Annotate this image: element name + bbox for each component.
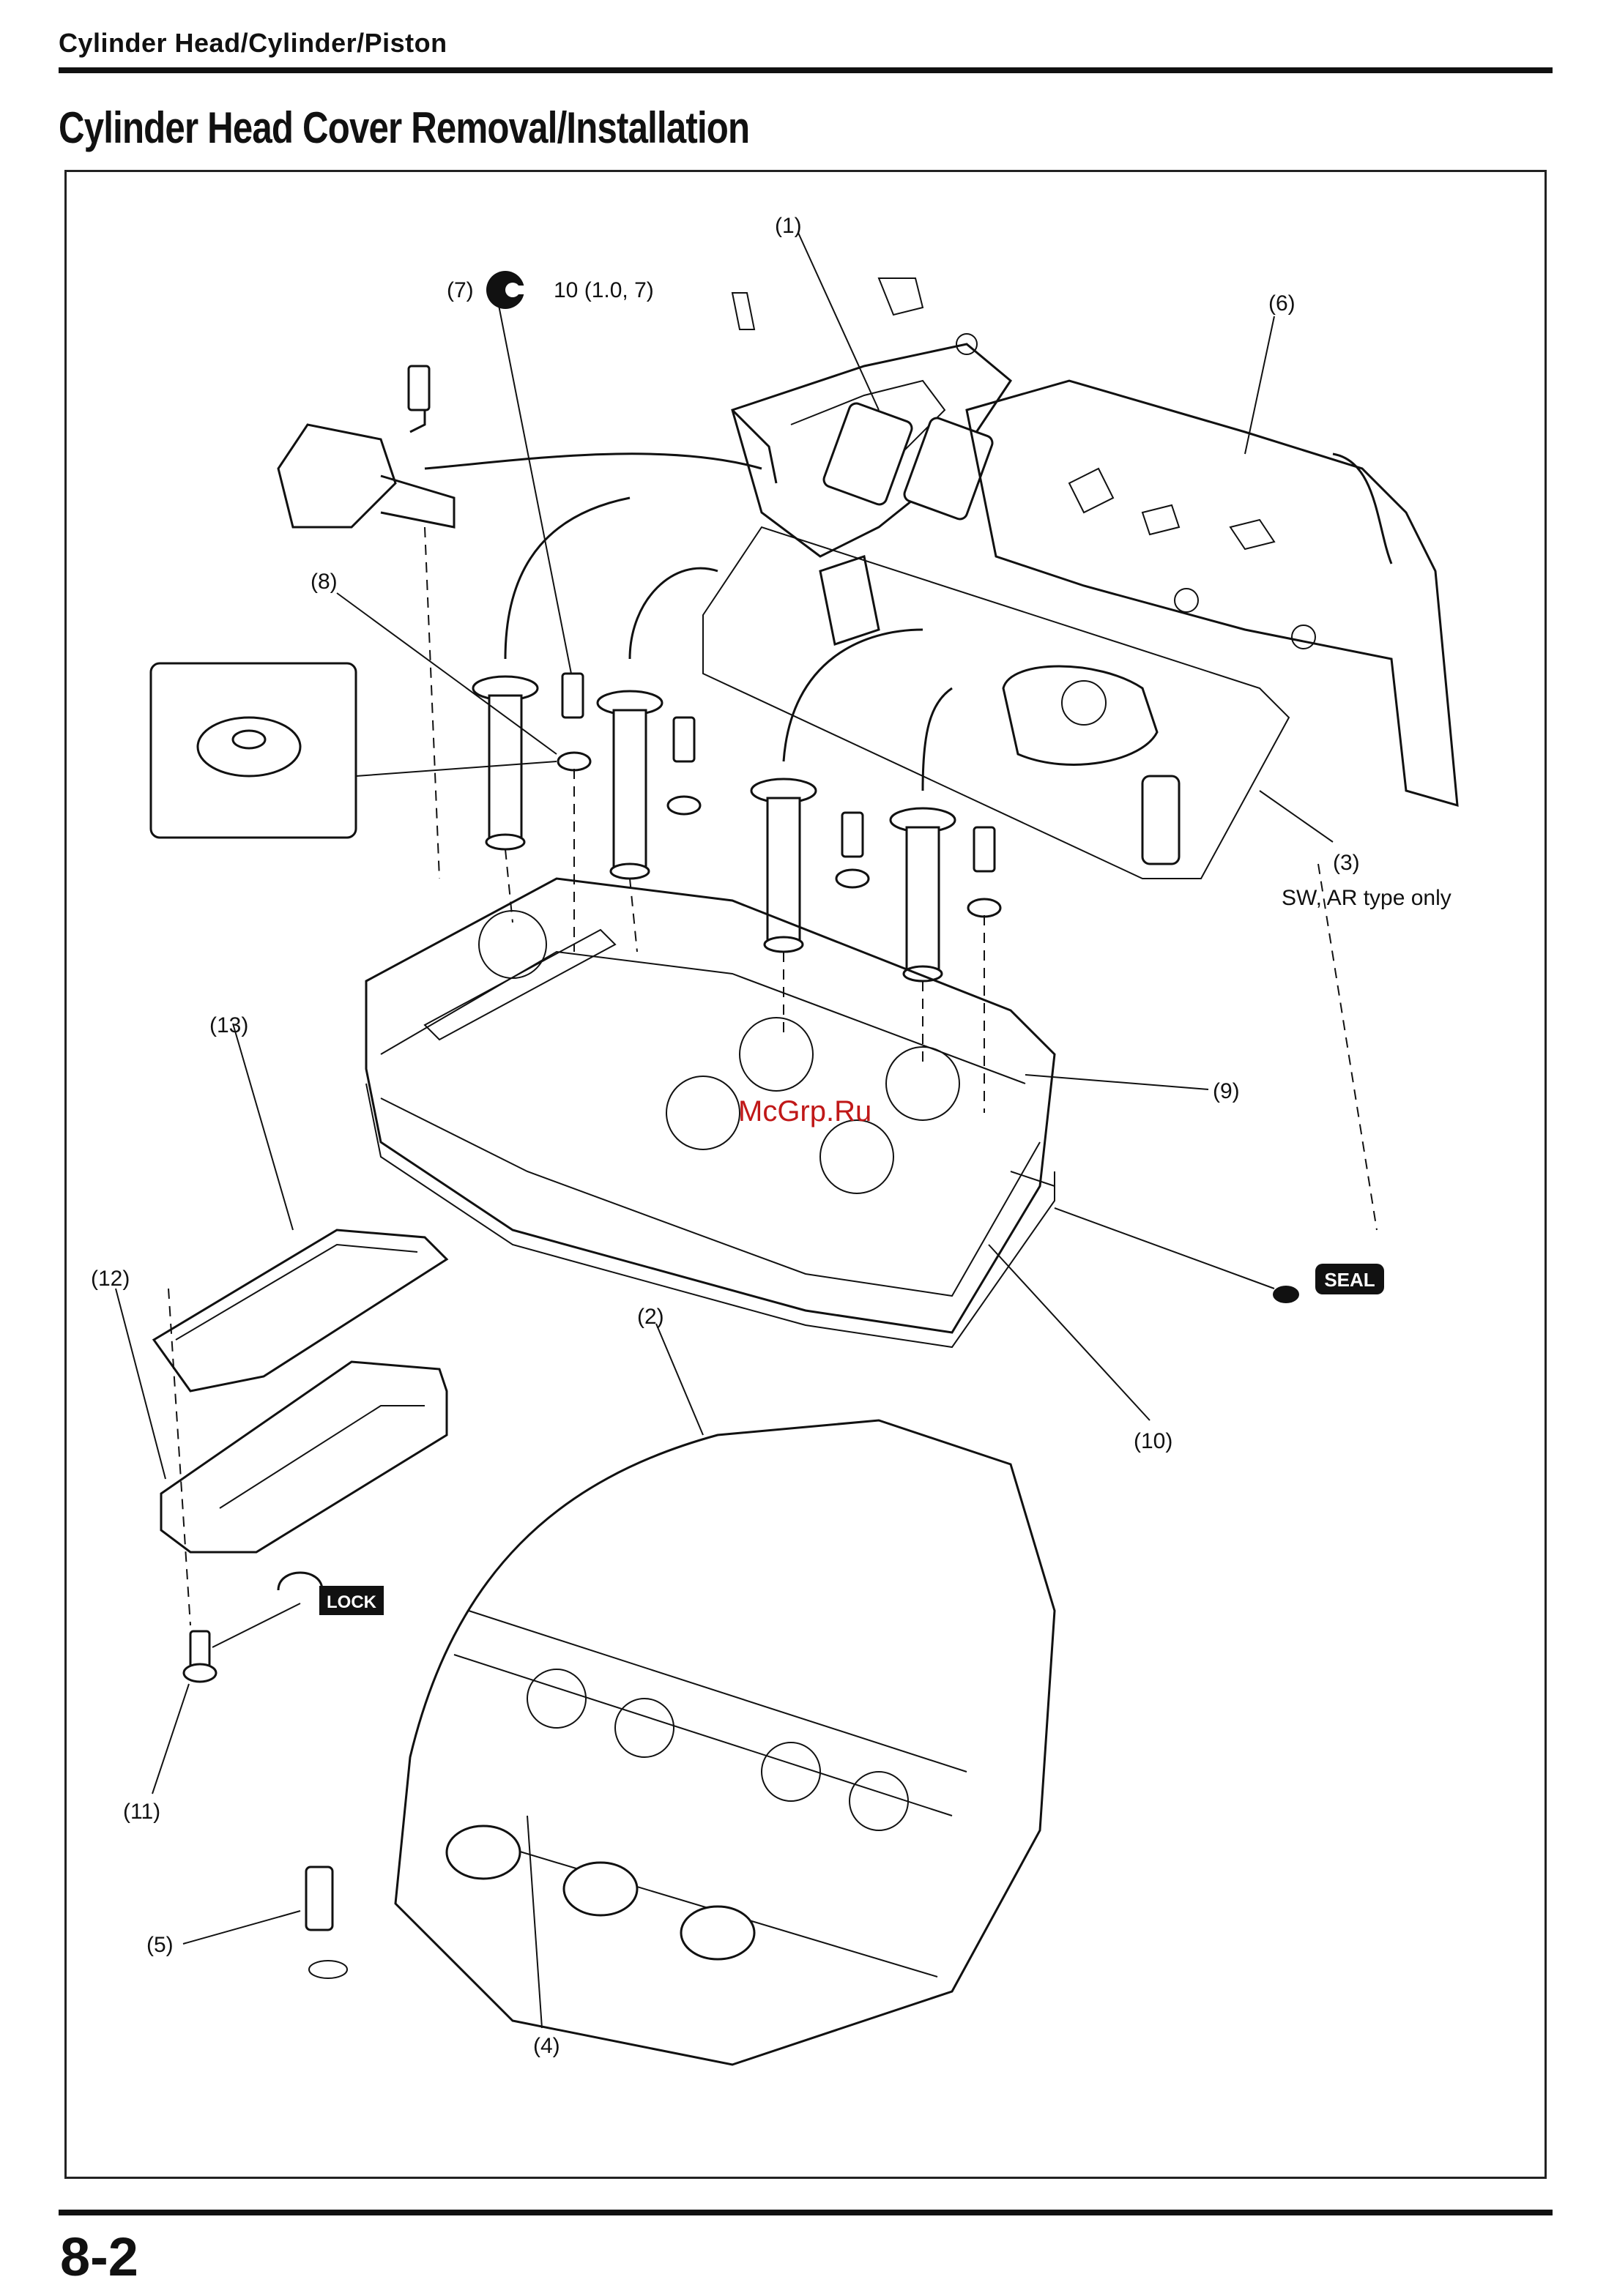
callout-10: (10) [1134, 1429, 1172, 1453]
lock-label: LOCK [327, 1592, 377, 1612]
callout-4: (4) [533, 2034, 560, 2058]
page-number: 8-2 [60, 2226, 138, 2288]
watermark: McGrp.Ru [738, 1095, 871, 1128]
lock-badge: LOCK [278, 1573, 384, 1615]
callout-7: (7) [447, 278, 474, 302]
callout-2: (2) [637, 1305, 664, 1329]
cover-gasket [366, 1084, 1055, 1347]
callout-11: (11) [123, 1800, 160, 1824]
callout-5: (5) [146, 1933, 174, 1957]
leader-lines [116, 233, 1333, 2028]
callout-12: (12) [91, 1267, 130, 1291]
heat-shield [967, 381, 1457, 805]
callout-labels: (1) (2) (3) SW, AR type only (4) (5) (6)… [91, 214, 1451, 2058]
seal-label: SEAL [1324, 1269, 1375, 1291]
callout-13: (13) [209, 1013, 248, 1037]
cylinder-head-cover [366, 879, 1055, 1332]
callout-3-note: SW, AR type only [1282, 886, 1451, 910]
engine-head [395, 1420, 1055, 2065]
hose-clamp-part [306, 1867, 347, 1978]
assembly-lines [168, 527, 1377, 1625]
spark-plug-caps [473, 498, 955, 981]
callout-7-torque: 10 (1.0, 7) [554, 278, 654, 302]
torque-wrench-icon [486, 271, 532, 309]
callout-6: (6) [1268, 291, 1296, 316]
breather-bolt [184, 1631, 216, 1682]
callout-9: (9) [1213, 1079, 1240, 1103]
seal-badge: SEAL [1273, 1264, 1384, 1303]
callout-8: (8) [311, 570, 338, 594]
footer-rule [59, 2210, 1553, 2215]
left-sensor-assembly [278, 381, 762, 527]
breather-cover [161, 1362, 447, 1552]
callout-3: (3) [1333, 851, 1360, 875]
callout-1: (1) [775, 214, 802, 238]
